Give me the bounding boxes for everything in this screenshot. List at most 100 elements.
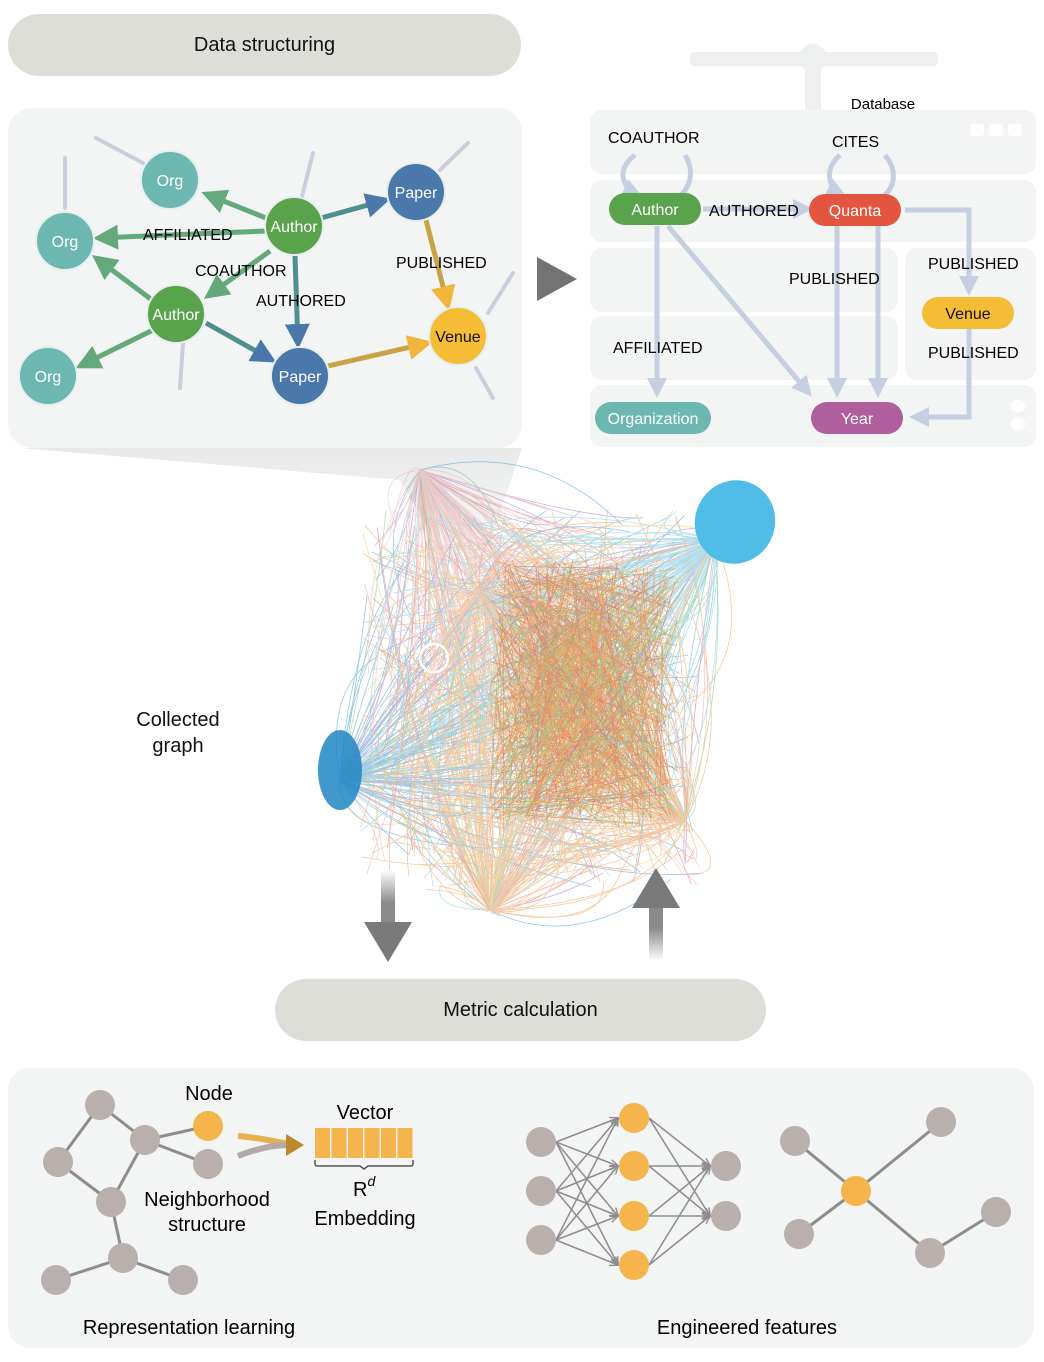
nn-edge [555,1118,618,1241]
nn-edge [555,1239,618,1265]
vector-cell [348,1128,363,1158]
schema-node-year: Year [811,402,903,434]
schema-edge-coauthor [620,153,643,198]
vector-cell [364,1128,380,1158]
schema-label-published-quanta-venue: PUBLISHED [928,256,1019,273]
schema-label-cites: CITES [832,134,879,151]
representation-learning-caption: Representation learning [83,1317,295,1339]
highlight-circle [418,642,450,674]
peripheral-node [981,1197,1011,1227]
data-structuring-header: Data structuring [8,14,521,76]
schema-node-author: Author [609,193,701,225]
nn-edge [648,1117,710,1216]
vector-brace [314,1160,414,1170]
neighborhood-label-line2: structure [168,1214,246,1236]
graph-node-paper2: Paper [270,346,330,406]
engineered-features-caption: Engineered features [657,1317,837,1339]
schema-label-affiliated: AFFILIATED [613,340,703,357]
neighbor-node [130,1125,160,1155]
schema-label-coauthor: COAUTHOR [608,130,700,147]
node-label: Org [35,369,62,386]
schema-edge-author-year [666,224,812,397]
node-label: Node [185,1083,233,1105]
graph-node-org3: Org [18,346,78,406]
cluster-dark-blue [318,730,362,810]
database-schema: Database COAUTHOR CITES AUTHORED PUBLISH… [590,44,1036,447]
schema-node-label: Organization [608,411,699,428]
neighbor-node [108,1243,138,1273]
edge-author2-org2 [92,255,158,305]
peripheral-node [780,1126,810,1156]
methods-panel [8,1068,1034,1348]
cluster-blue [694,480,776,564]
schema-label-published-venue-year: PUBLISHED [928,345,1019,362]
graph-node-author1: Author [264,196,324,256]
nn-edge [648,1166,710,1217]
node-label: Org [157,173,184,190]
schema-node-label: Author [631,202,679,219]
edge-author1-paper1 [320,193,391,221]
schema-edge-quanta-venue [905,207,979,296]
vector-cell [315,1128,330,1158]
edge-label-affiliated: AFFILIATED [143,227,233,244]
collected-graph-label: Collected graph [136,709,220,757]
vector-cell [381,1128,396,1158]
nn-edge [555,1216,618,1241]
nn-edge [648,1117,710,1166]
peripheral-node [915,1238,945,1268]
node-label: Paper [395,185,438,202]
edge-author2-paper2 [204,320,277,363]
data-structuring-label: Data structuring [193,33,336,56]
instance-graph: AFFILIATED COAUTHOR AUTHORED PUBLISHED O… [18,136,515,406]
schema-node-label: Quanta [829,203,882,220]
neighbor-node [193,1149,223,1179]
edge-label-coauthor: COAUTHOR [195,263,287,280]
neighbor-node [168,1265,198,1295]
nn-edge [648,1166,710,1266]
schema-node-venue: Venue [922,297,1014,329]
peripheral-node [926,1107,956,1137]
graph-node-org1: Org [140,150,200,210]
node-label: Paper [279,369,322,386]
schema-label-published-quanta-year: PUBLISHED [789,271,880,288]
graph-edge [855,1120,942,1193]
output-node [711,1201,741,1231]
peripheral-node [784,1219,814,1249]
schema-node-quanta: Quanta [809,194,901,226]
schema-edge-venue-year [909,328,972,427]
vector-cell [397,1128,413,1158]
neighborhood-label-line1: Neighborhood [144,1189,270,1211]
schema-node-label: Year [841,411,874,428]
edge-author1-paper2 [284,255,310,349]
neighbor-node [41,1265,71,1295]
nn-edge [555,1118,618,1143]
hairball-edges [335,461,733,927]
graph-node-org2: Org [35,211,95,271]
input-node [526,1127,556,1157]
neural-network-diagram [526,1103,741,1280]
hidden-node [619,1250,649,1280]
hidden-node [619,1151,649,1181]
node-label: Venue [435,329,480,346]
neighborhood-graph [41,1090,223,1295]
vector-cell [331,1128,347,1158]
hairball-core [489,559,680,829]
feature-graph-diagram [780,1107,1011,1268]
node-label: Org [52,234,79,251]
input-node [526,1225,556,1255]
metric-calculation-label: Metric calculation [443,998,598,1021]
schema-node-organization: Organization [595,402,711,434]
target-node [193,1111,223,1141]
edge-author1-org1 [201,189,267,221]
graph-node-venue1: Venue [428,306,488,366]
node-label: Author [270,219,318,236]
transform-arrow-icon [537,257,577,301]
schema-label-authored: AUTHORED [709,203,799,220]
graph-node-paper1: Paper [386,162,446,222]
hidden-node [619,1201,649,1231]
edge-author2-org3 [75,327,155,369]
stub-edges [63,136,515,400]
edge-author1-author2 [203,248,272,299]
space-label: Rd [353,1173,376,1201]
edge-author1-org2 [93,224,267,250]
